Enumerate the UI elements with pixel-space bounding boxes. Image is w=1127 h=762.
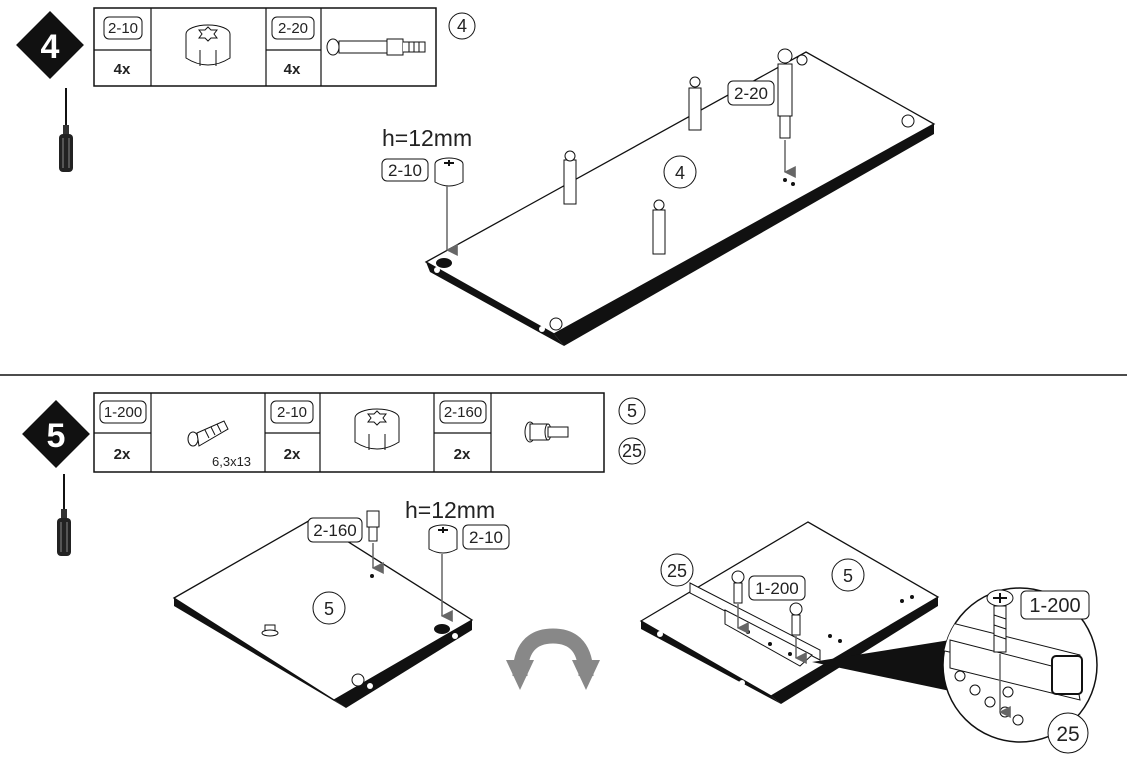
part-code-2-20: 2-20 [278,20,308,37]
cam-lock-icon [185,24,231,66]
zoom-rail-label: 25 [1056,723,1079,746]
step-5-badge: 5 [22,400,90,468]
panel-ref: 25 [622,441,642,461]
zoom-pointer [812,640,955,692]
dowel-bolt-standing [688,76,702,131]
long-panel [424,51,936,346]
part-code-2-10: 2-10 [108,20,138,37]
cam-lock-icon [434,157,464,256]
cam-lock-icon [428,524,458,622]
callout-2-10: 2-10 [469,528,503,547]
rail-label: 25 [667,561,687,581]
dowel-bolt-standing [563,150,577,205]
panel-label: 5 [843,566,853,586]
callout-2-10: 2-10 [388,161,422,180]
flip-arrow-icon [506,628,600,690]
panel-ref: 5 [627,401,637,421]
part-code-1-200: 1-200 [104,404,142,421]
screw-icon [986,589,1014,718]
part-code-2-10: 2-10 [277,404,307,421]
step-4-parts-table: 2-10 4x 2-20 4x [93,7,437,87]
callout-1-200: 1-200 [755,579,798,598]
panel-ref: 4 [457,16,467,36]
callout-2-160: 2-160 [313,521,356,540]
step-4-number: 4 [41,28,60,66]
step-4-badge: 4 [16,11,84,79]
shelf-pin-icon [524,421,569,443]
part-code-2-160: 2-160 [444,404,482,421]
step-5: 5 1-200 2x [22,392,1098,754]
screw-icon [187,420,229,447]
panel-label: 4 [675,163,685,183]
dowel-bolt-inserting [777,48,796,178]
part-qty: 4x [114,61,131,78]
screwdriver-icon [57,474,71,556]
screw-inserting [789,602,807,664]
screw-size-note: 6,3x13 [212,454,251,469]
zoom-callout-1-200: 1-200 [1029,595,1080,617]
zoom-detail: 1-200 25 [942,587,1098,754]
height-note: h=12mm [405,497,495,523]
part-qty: 2x [454,446,471,463]
screwdriver-icon [59,88,73,172]
step-5-parts-table: 1-200 2x 6,3x13 2-10 2x 2-160 [93,392,605,473]
cam-lock-icon [354,408,400,450]
part-qty: 4x [284,61,301,78]
panel-label: 5 [324,599,334,619]
callout-2-20: 2-20 [734,84,768,103]
part-qty: 2x [284,446,301,463]
screw-inserting [731,570,749,634]
part-qty: 2x [114,446,131,463]
dowel-bolt-standing [652,199,666,255]
shelf-pin-inserting [366,510,384,574]
step-5-number: 5 [47,417,66,455]
dowel-bolt-icon [326,38,426,56]
step-4: 4 2-10 4x [16,7,936,346]
height-note: h=12mm [382,125,472,151]
